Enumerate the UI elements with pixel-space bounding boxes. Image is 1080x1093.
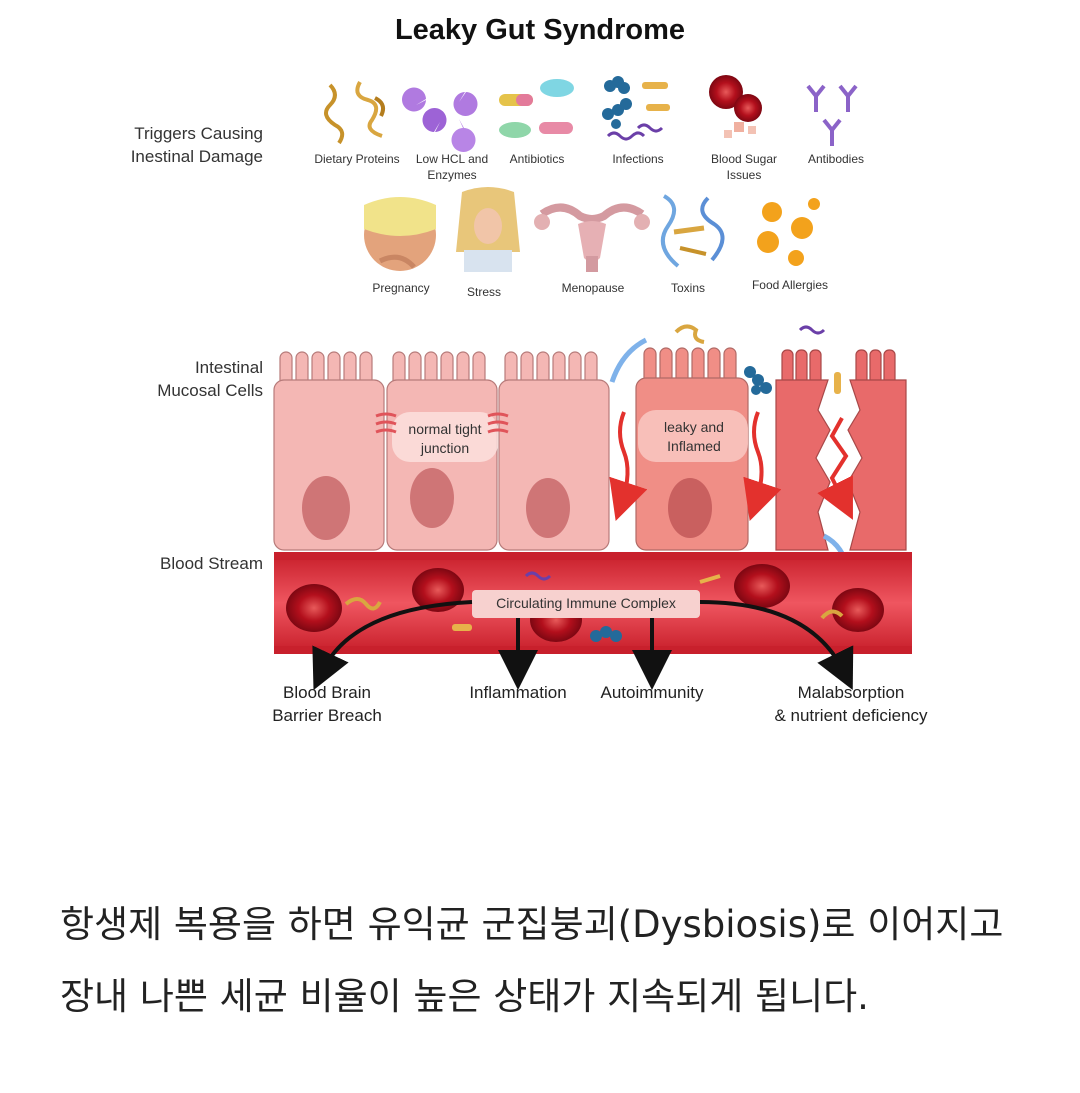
- outcome-inflammation: Inflammation: [469, 683, 567, 702]
- leaky-label-line2: Inflamed: [667, 438, 721, 454]
- normal-junction-line2: junction: [420, 440, 470, 456]
- cell-inflamed: [635, 347, 749, 551]
- trigger-label-line: Antibiotics: [509, 152, 565, 166]
- outcome-malabsorption: Malabsorption & nutrient deficiency: [756, 681, 946, 727]
- outcome-autoimmunity: Autoimmunity: [600, 683, 704, 702]
- trigger-label-toxins: Toxins: [670, 281, 705, 295]
- trigger-label-line: Issues: [726, 168, 762, 182]
- leak-arrows: [609, 411, 853, 521]
- pollen-spheres-icon: [757, 198, 820, 266]
- diagram-artwork: [273, 75, 912, 691]
- pill-capsules-icon: [499, 79, 574, 138]
- trigger-label-stress: Stress: [466, 285, 501, 299]
- trigger-label-blood-sugar: Blood Sugar Issues: [694, 151, 794, 183]
- outcome-malab-line2: & nutrient deficiency: [774, 706, 928, 725]
- triggers-label-line2: Inestinal Damage: [130, 147, 263, 166]
- trigger-label-menopause: Menopause: [561, 281, 625, 295]
- mucosal-label-line1: Intestinal: [194, 358, 263, 377]
- trigger-label-line: Antibodies: [807, 152, 865, 166]
- cell-normal-3: [498, 351, 610, 551]
- trigger-label-line: Dietary Proteins: [314, 152, 400, 166]
- protein-strands-icon: [324, 81, 385, 145]
- outcome-blood-brain-barrier: Blood Brain Barrier Breach: [252, 681, 402, 727]
- red-blood-cells: [286, 564, 884, 642]
- triggers-side-label: Triggers Causing Inestinal Damage: [100, 122, 263, 168]
- outcome-arrows: [312, 600, 854, 691]
- enzyme-pacman-icon: [402, 87, 478, 152]
- trigger-label-infections: Infections: [588, 151, 688, 167]
- trigger-label-line: Enzymes: [427, 168, 477, 182]
- mucosal-side-label: Intestinal Mucosal Cells: [100, 356, 263, 402]
- trigger-label-antibiotics: Antibiotics: [487, 151, 587, 167]
- trigger-label-dietary-proteins: Dietary Proteins: [305, 151, 409, 167]
- immune-complex-box: [472, 590, 700, 618]
- trigger-label-food-allergies: Food Allergies: [751, 278, 829, 292]
- immune-complex-label: Circulating Immune Complex: [496, 595, 676, 611]
- triggers-label-line1: Triggers Causing: [134, 124, 263, 143]
- mucosal-label-line2: Mucosal Cells: [157, 381, 263, 400]
- caption-paragraph: 항생제 복용을 하면 유익균 군집붕괴(Dysbiosis)로 이어지고 장내 …: [60, 903, 1004, 1018]
- stressed-person-icon: [456, 187, 520, 272]
- toxin-strands-icon: [660, 194, 725, 268]
- normal-junction-label: normal tight junction: [394, 420, 496, 458]
- leaky-label-line1: leaky and: [664, 419, 724, 435]
- leaky-gut-diagram: Leaky Gut Syndrome Triggers Causing Ines…: [100, 14, 946, 727]
- trigger-label-line: Blood Sugar: [710, 152, 778, 166]
- trigger-label-low-hcl: Low HCL and Enzymes: [402, 151, 502, 183]
- outcome-bbb-line1: Blood Brain: [283, 683, 371, 702]
- bacteria-icon: [602, 76, 670, 141]
- normal-junction-line1: normal tight: [408, 421, 482, 437]
- trigger-label-line: Infections: [612, 152, 664, 166]
- outcome-bbb-line2: Barrier Breach: [272, 706, 382, 725]
- cell-normal-1: [273, 351, 385, 551]
- uterus-icon: [534, 203, 650, 272]
- tight-junction-marks: [375, 412, 509, 434]
- cell-damaged: [775, 349, 907, 551]
- trigger-label-pregnancy: Pregnancy: [372, 281, 430, 295]
- pregnant-belly-icon: [364, 197, 436, 271]
- vessel-particles: [344, 571, 844, 642]
- diagram-title: Leaky Gut Syndrome: [394, 14, 686, 46]
- outcome-malab-line1: Malabsorption: [797, 683, 905, 702]
- cell-normal-2: [386, 351, 498, 551]
- antibody-y-icon: [806, 84, 858, 146]
- trigger-label-antibodies: Antibodies: [786, 151, 886, 167]
- trigger-label-line: Low HCL and: [415, 152, 489, 166]
- blood-stream-label: Blood Stream: [160, 554, 263, 573]
- blood-cells-icon: [709, 75, 762, 138]
- leaky-inflamed-label: leaky and Inflamed: [642, 418, 746, 456]
